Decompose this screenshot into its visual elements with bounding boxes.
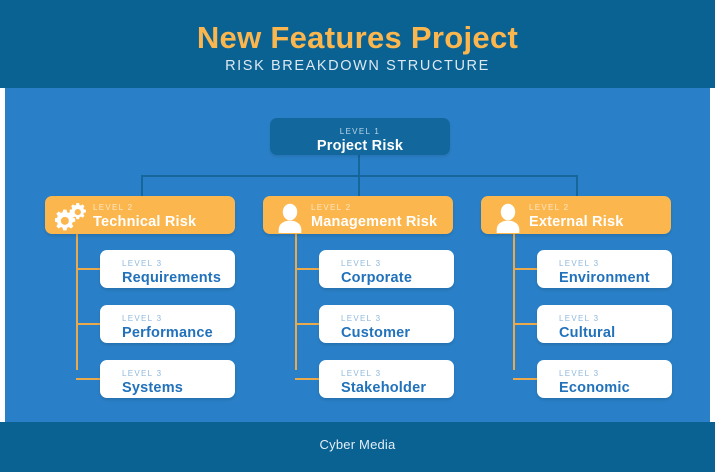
connector-drop-branch-3	[576, 175, 578, 198]
node-tier-label: LEVEL 2	[311, 203, 352, 212]
node-level3-environment[interactable]: LEVEL 3 Environment	[537, 250, 672, 288]
node-tier-label: LEVEL 3	[559, 314, 600, 323]
node-tier-label: LEVEL 3	[341, 259, 382, 268]
connector-spine-col-1	[76, 228, 78, 370]
node-level3-systems[interactable]: LEVEL 3 Systems	[100, 360, 235, 398]
connector-drop-branch-1	[141, 175, 143, 198]
connector-branch-col-1-row-3	[76, 378, 100, 380]
node-tier-label: LEVEL 3	[341, 369, 382, 378]
node-name-label: Systems	[122, 380, 184, 396]
person-icon	[491, 201, 525, 233]
node-name-label: Economic	[559, 380, 630, 396]
node-level2-management-risk[interactable]: LEVEL 2 Management Risk	[263, 196, 453, 234]
node-level1-project-risk[interactable]: LEVEL 1 Project Risk	[270, 118, 450, 155]
node-tier-label: LEVEL 3	[341, 314, 382, 323]
connector-branch-col-2-row-1	[295, 268, 319, 270]
node-level2-technical-risk[interactable]: LEVEL 2 Technical Risk	[45, 196, 235, 234]
node-tier-label: LEVEL 2	[529, 203, 570, 212]
connector-root-stem	[358, 154, 360, 176]
node-name-label: Environment	[559, 270, 650, 286]
node-name-label: Requirements	[122, 270, 222, 286]
node-level3-stakeholder[interactable]: LEVEL 3 Stakeholder	[319, 360, 454, 398]
footer-brand-label: Cyber Media	[319, 437, 396, 452]
node-tier-label: LEVEL 3	[122, 259, 163, 268]
node-tier-label: LEVEL 1	[339, 127, 381, 136]
node-level3-cultural[interactable]: LEVEL 3 Cultural	[537, 305, 672, 343]
page-title: New Features Project	[196, 20, 519, 55]
node-level3-customer[interactable]: LEVEL 3 Customer	[319, 305, 454, 343]
poster-header: New Features Project RISK BREAKDOWN STRU…	[0, 0, 715, 88]
node-tier-label: LEVEL 2	[93, 203, 134, 212]
connector-branch-col-1-row-2	[76, 323, 100, 325]
node-level2-external-risk[interactable]: LEVEL 2 External Risk	[481, 196, 671, 234]
node-name-label: Project Risk	[316, 138, 404, 154]
node-name-label: Corporate	[341, 270, 413, 286]
page-subtitle: RISK BREAKDOWN STRUCTURE	[225, 58, 490, 74]
node-name-label: Customer	[341, 325, 411, 341]
connector-spine-col-2	[295, 228, 297, 370]
node-name-label: Technical Risk	[93, 214, 197, 230]
connector-branch-col-2-row-3	[295, 378, 319, 380]
node-name-label: Stakeholder	[341, 380, 427, 396]
node-level3-corporate[interactable]: LEVEL 3 Corporate	[319, 250, 454, 288]
node-level3-performance[interactable]: LEVEL 3 Performance	[100, 305, 235, 343]
person-icon	[273, 201, 307, 233]
poster-footer: Cyber Media	[0, 422, 715, 472]
diagram-canvas: LEVEL 1 Project Risk	[5, 88, 710, 422]
connector-drop-branch-2	[358, 175, 360, 198]
node-name-label: External Risk	[529, 214, 624, 230]
node-name-label: Performance	[122, 325, 213, 341]
connector-branch-col-2-row-2	[295, 323, 319, 325]
node-level3-economic[interactable]: LEVEL 3 Economic	[537, 360, 672, 398]
gears-icon	[55, 201, 89, 233]
connector-branch-col-3-row-3	[513, 378, 537, 380]
node-tier-label: LEVEL 3	[122, 369, 163, 378]
node-name-label: Cultural	[559, 325, 616, 341]
connector-branch-col-3-row-2	[513, 323, 537, 325]
node-tier-label: LEVEL 3	[559, 259, 600, 268]
connector-spine-col-3	[513, 228, 515, 370]
node-tier-label: LEVEL 3	[122, 314, 163, 323]
node-level3-requirements[interactable]: LEVEL 3 Requirements	[100, 250, 235, 288]
connector-branch-col-1-row-1	[76, 268, 100, 270]
connector-branch-col-3-row-1	[513, 268, 537, 270]
node-tier-label: LEVEL 3	[559, 369, 600, 378]
node-name-label: Management Risk	[311, 214, 438, 230]
